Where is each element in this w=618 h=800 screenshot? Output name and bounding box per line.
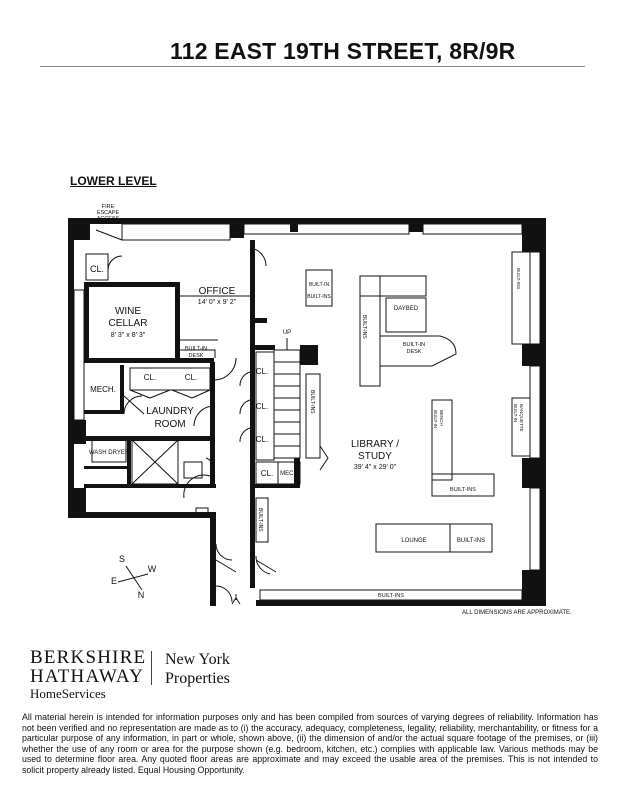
laundry-room-label: LAUNDRY xyxy=(146,406,194,417)
dimensions-note: ALL DIMENSIONS ARE APPROXIMATE. xyxy=(462,610,572,616)
closet-label: CL. xyxy=(261,469,273,478)
closet-label: CL. xyxy=(90,264,104,274)
compass-east: E xyxy=(111,576,117,586)
brand-logo: BERKSHIRE HATHAWAY HomeServices xyxy=(30,648,146,701)
banquette-label: BANQUETTE xyxy=(519,404,524,432)
builtin-desk-label: DESK xyxy=(189,353,204,359)
builtin-label: BUILT-INS xyxy=(378,593,404,599)
builtin-label: BUILT-INS xyxy=(257,508,263,532)
builtin-label: BUILT-IN xyxy=(309,282,330,288)
laundry-room-label: ROOM xyxy=(154,419,185,430)
lounge-label: LOUNGE xyxy=(401,538,426,544)
fire-escape-label: FIRE xyxy=(102,204,115,210)
banquette-label: BUILT-IN xyxy=(513,404,518,422)
builtin-label: BUILT-INS xyxy=(307,294,331,300)
library-label: STUDY xyxy=(358,451,392,462)
mech-label: MECH. xyxy=(90,385,116,394)
builtin-label: BUILT-INS xyxy=(361,315,367,339)
daybed-label: DAYBED xyxy=(394,306,419,312)
exterior-walls xyxy=(68,218,546,606)
disclaimer: All material herein is intended for info… xyxy=(22,712,598,775)
office-label: OFFICE xyxy=(199,286,236,297)
compass-lines xyxy=(117,565,149,591)
builtin-label: BUILT-INS xyxy=(457,538,485,544)
room-lines xyxy=(85,218,531,605)
mech-label: MECH xyxy=(280,471,298,477)
room-labels: FIRE ESCAPE ACCESS CL. OFFICE 14' 0" x 9… xyxy=(89,204,524,599)
floor-plan: FIRE ESCAPE ACCESS CL. OFFICE 14' 0" x 9… xyxy=(68,204,546,606)
closet-label: CL. xyxy=(256,435,268,444)
builtin-label: BUILT-INS xyxy=(450,487,476,493)
builtin-label: BUILT-INS xyxy=(309,390,315,414)
builtin-label: BUILT-INS xyxy=(516,268,521,289)
interior-walls xyxy=(84,240,318,588)
compass-south: S xyxy=(119,554,125,564)
brand-line: HATHAWAY xyxy=(30,666,144,687)
wine-cellar-dimensions: 8' 3" x 8' 3" xyxy=(111,332,146,339)
bench-label: BUILT-IN xyxy=(433,410,438,428)
wine-cellar-label: WINE xyxy=(115,306,141,317)
closet-label: CL. xyxy=(256,367,268,376)
builtin-desk-label: BUILT-IN xyxy=(403,342,425,348)
office-dimensions: 14' 0" x 9' 2" xyxy=(198,299,237,306)
brand-line: HomeServices xyxy=(30,686,106,701)
title-rule xyxy=(40,66,585,67)
fire-escape-label: ESCAPE xyxy=(97,210,120,216)
compass-west: W xyxy=(148,564,157,574)
builtin-desk-label: BUILT-IN xyxy=(185,346,207,352)
library-label: LIBRARY / xyxy=(351,439,399,450)
closet-label: CL. xyxy=(185,373,197,382)
compass: S E W N xyxy=(111,554,157,600)
closet-label: CL. xyxy=(144,373,156,382)
brand-line: Properties xyxy=(165,670,230,687)
bench-label: BENCH xyxy=(439,410,444,426)
brand-line: BERKSHIRE xyxy=(30,647,147,668)
builtin-desk-label: DESK xyxy=(407,349,422,355)
fire-escape-label: ACCESS xyxy=(97,216,120,222)
stair-up-label: UP xyxy=(283,330,291,336)
brand-region: New York Properties xyxy=(165,650,230,688)
brand-line: New York xyxy=(165,651,230,668)
closet-label: CL. xyxy=(256,402,268,411)
wine-cellar-label: CELLAR xyxy=(109,318,148,329)
compass-north: N xyxy=(138,590,145,600)
logo-divider xyxy=(151,651,152,685)
level-label: LOWER LEVEL xyxy=(70,174,157,188)
page-title: 112 EAST 19TH STREET, 8R/9R xyxy=(170,38,516,64)
library-dimensions: 39' 4" x 29' 0" xyxy=(354,464,397,471)
washer-dryer-label: WASH DRYER xyxy=(89,450,130,456)
